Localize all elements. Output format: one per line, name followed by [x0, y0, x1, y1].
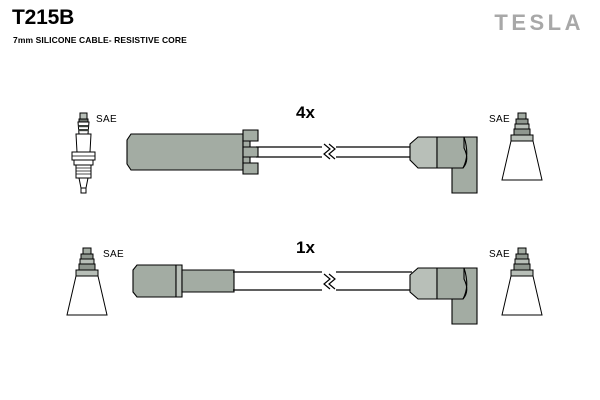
distributor-terminal-bottom-left: [66, 247, 108, 316]
right-angle-boot-bottom: [409, 267, 478, 325]
cable-break-symbol-bottom: [323, 273, 336, 290]
quantity-label-top: 4x: [296, 103, 315, 122]
straight-plug-boot-top: [126, 129, 259, 175]
sae-label-bottom-right: SAE: [489, 249, 510, 260]
sae-label-bottom-left: SAE: [103, 249, 124, 260]
right-angle-boot-top: [409, 136, 478, 194]
part-description: 7mm SILICONE CABLE- RESISTIVE CORE: [13, 35, 187, 45]
page-title: T215B: [12, 6, 75, 29]
bottom-assembly: 1x SAE: [66, 238, 543, 325]
quantity-label-bottom: 1x: [296, 238, 315, 257]
cable-break-symbol-top: [323, 143, 336, 160]
spark-plug-icon: [71, 112, 96, 194]
top-assembly: 4x: [71, 103, 543, 194]
ignition-cable-bottom: [233, 271, 412, 291]
sae-label-top-left: SAE: [96, 114, 117, 125]
brand-logo: TESLA: [494, 10, 584, 35]
distributor-terminal-bottom-right: [501, 247, 543, 316]
stepped-straight-boot-bottom: [132, 264, 235, 298]
ignition-cable-top: [256, 146, 412, 158]
sae-label-top-right: SAE: [489, 114, 510, 125]
distributor-terminal-top: [501, 112, 543, 181]
